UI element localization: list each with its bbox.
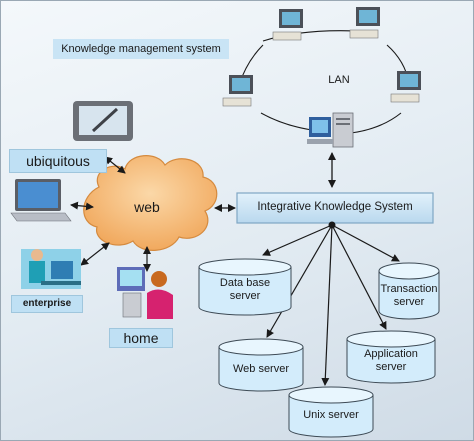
- tablet-to-cloud-connector: [104, 156, 126, 174]
- lan-computer-icon: [222, 75, 253, 107]
- transaction-server-label: Transaction server: [375, 279, 443, 313]
- enterprise-to-cloud-connector: [80, 242, 110, 266]
- database-server-cylinder: [198, 258, 292, 316]
- unix-server-label: Unix server: [289, 403, 373, 427]
- web-server-label-line1: Web server: [232, 362, 290, 375]
- web-cloud-label: web: [134, 198, 160, 215]
- hub-to-web-server-connector: [266, 224, 333, 338]
- database-server-label: Data base server: [199, 273, 291, 307]
- lan-computer-icon: [349, 7, 380, 39]
- web-server-cylinder: [218, 338, 304, 392]
- home-user-icon: [117, 267, 173, 319]
- laptop-icon: [10, 179, 72, 222]
- hub-box: [236, 192, 434, 224]
- application-server-cylinder: [346, 330, 436, 384]
- unix-server-label-line1: Unix server: [303, 408, 359, 421]
- enterprise-label: enterprise: [11, 295, 83, 313]
- transaction-server-label-line1: Transaction: [380, 283, 438, 296]
- transaction-server-label-line2: server: [393, 296, 425, 308]
- web-cloud: [83, 155, 218, 251]
- unix-server-cylinder: [288, 386, 374, 438]
- transaction-server-cylinder: [378, 262, 440, 320]
- application-server-label: Application server: [347, 345, 435, 377]
- office-worker-icon: [21, 249, 81, 289]
- hub-to-application-connector: [331, 224, 387, 330]
- home-label: home: [109, 328, 173, 348]
- pen-tablet-icon: [73, 101, 133, 141]
- ubiquitous-label: ubiquitous: [9, 149, 107, 173]
- lan-computer-icon: [390, 71, 421, 103]
- database-server-label-line2: server: [229, 290, 261, 302]
- hub-to-database-connector: [262, 224, 333, 256]
- application-server-label-line2: server: [375, 361, 407, 373]
- lan-computer-icon: [272, 9, 303, 41]
- hub-label: Integrative Knowledge System: [257, 201, 413, 214]
- server-tower-icon: [307, 112, 354, 148]
- application-server-label-line1: Application: [364, 348, 418, 361]
- diagram-title: Knowledge management system: [53, 39, 229, 59]
- web-server-label: Web server: [219, 357, 303, 381]
- laptop-to-cloud-connector: [70, 201, 94, 211]
- database-server-label-line1: Data base: [219, 277, 271, 290]
- hub-to-unix-connector: [321, 224, 333, 386]
- hub-to-transaction-connector: [331, 224, 400, 262]
- lan-label: LAN: [328, 73, 350, 86]
